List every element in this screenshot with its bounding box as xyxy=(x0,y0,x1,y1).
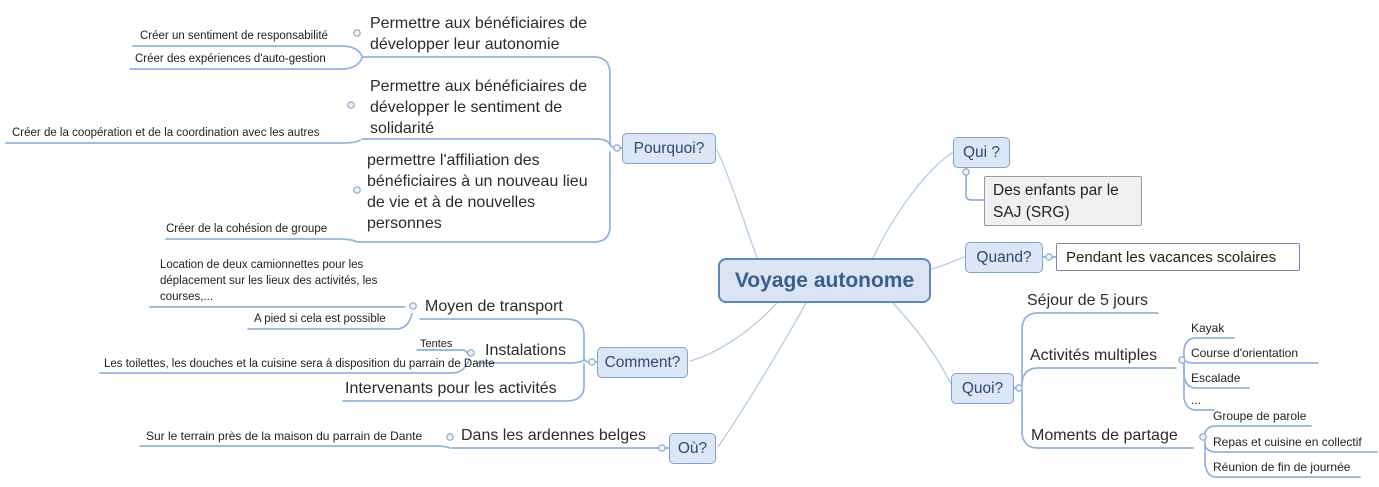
branch-central-ou xyxy=(717,302,807,448)
node-pourquoi[interactable]: Pourquoi? xyxy=(622,133,716,164)
branch-dots xyxy=(1183,361,1215,411)
handle-ou[interactable] xyxy=(658,444,666,452)
topic-affiliation[interactable]: permettre l'affiliation des bénéficiaire… xyxy=(367,152,588,232)
branch-instalations xyxy=(477,359,585,364)
handle-solidarite[interactable] xyxy=(347,101,355,109)
topic-autogestion[interactable]: Créer des expériences d'auto-gestion xyxy=(135,53,326,65)
handle-comment[interactable] xyxy=(588,358,596,366)
branch-kayak xyxy=(1183,337,1235,359)
topic-instalations[interactable]: Instalations xyxy=(485,342,566,359)
branch-apied xyxy=(247,313,413,330)
topic-terrain-parrain[interactable]: Sur le terrain près de la maison du parr… xyxy=(146,429,423,443)
topic-cooperation[interactable]: Créer de la coopération et de la coordin… xyxy=(12,127,320,139)
handle-instalations[interactable] xyxy=(467,349,475,357)
branch-solidarite xyxy=(361,138,611,146)
topic-solidarite[interactable]: Permettre aux bénéficiaires de développe… xyxy=(370,78,587,137)
topic-responsabilite[interactable]: Créer un sentiment de responsabilité xyxy=(140,30,328,42)
handle-affiliation[interactable] xyxy=(353,186,361,194)
topic-sejour[interactable]: Séjour de 5 jours xyxy=(1027,292,1148,309)
topic-groupe-parole[interactable]: Groupe de parole xyxy=(1213,409,1307,423)
branch-central-quand xyxy=(930,256,966,270)
topic-kayak[interactable]: Kayak xyxy=(1191,321,1225,335)
handle-activites[interactable] xyxy=(1178,356,1186,364)
topic-reunion-journee[interactable]: Réunion de fin de journée xyxy=(1213,460,1351,474)
topic-tentes[interactable]: Tentes xyxy=(420,338,453,350)
topic-a-pied[interactable]: A pied si cela est possible xyxy=(254,313,386,325)
topic-escalade[interactable]: Escalade xyxy=(1191,371,1241,385)
branch-central-qui xyxy=(872,151,954,259)
topic-partage[interactable]: Moments de partage xyxy=(1031,427,1178,444)
topic-toilettes[interactable]: Les toilettes, les douches et la cuisine… xyxy=(104,358,495,370)
branch-intervenants xyxy=(342,363,585,402)
branch-central-comment xyxy=(689,302,778,362)
topic-repas-cuisine[interactable]: Repas et cuisine en collectif xyxy=(1213,435,1362,449)
branch-cooperation xyxy=(5,139,361,144)
node-quand[interactable]: Quand? xyxy=(965,242,1043,273)
branch-toilettes xyxy=(99,359,470,374)
node-comment[interactable]: Comment? xyxy=(597,347,688,378)
branch-cohesion xyxy=(165,238,358,243)
topic-activites-etc[interactable]: ... xyxy=(1191,393,1202,407)
branch-activites xyxy=(1021,367,1177,383)
topic-ardennes[interactable]: Dans les ardennes belges xyxy=(461,427,647,444)
topic-course-orientation[interactable]: Course d'orientation xyxy=(1191,346,1299,360)
topic-branches xyxy=(5,45,1378,478)
topic-activites[interactable]: Activités multiples xyxy=(1030,347,1158,364)
node-ou[interactable]: Où? xyxy=(669,433,716,464)
handle-transport[interactable] xyxy=(409,302,417,310)
handle-autonomie[interactable] xyxy=(353,29,361,37)
branch-groupe xyxy=(1204,425,1312,434)
handle-qui[interactable] xyxy=(962,168,970,176)
radial-branches xyxy=(689,149,966,448)
branch-affiliation xyxy=(357,151,611,243)
central-topic[interactable]: Voyage autonome xyxy=(718,258,931,303)
topic-enfants-saj[interactable]: Des enfants par le SAJ (SRG) xyxy=(984,176,1142,226)
topic-moyen-transport[interactable]: Moyen de transport xyxy=(425,298,563,315)
branch-autogestion xyxy=(129,57,363,70)
branch-central-quoi xyxy=(892,302,952,385)
branch-central-pourquoi xyxy=(716,149,758,259)
handle-quoi[interactable] xyxy=(1015,384,1023,392)
collapse-handles xyxy=(347,29,1207,452)
node-quoi[interactable]: Quoi? xyxy=(951,373,1014,404)
branch-transport xyxy=(419,318,598,363)
topic-cohesion[interactable]: Créer de la cohésion de groupe xyxy=(166,223,328,235)
handle-ardennes[interactable] xyxy=(446,433,454,441)
branch-reunion xyxy=(1204,440,1361,478)
handle-partage[interactable] xyxy=(1199,433,1207,441)
topic-autonomie[interactable]: Permettre aux bénéficiaires de développe… xyxy=(370,15,587,53)
branch-responsabilite xyxy=(132,45,363,57)
topic-intervenants[interactable]: Intervenants pour les activités xyxy=(345,380,557,397)
branch-qui-enfants xyxy=(965,166,985,201)
node-qui[interactable]: Qui ? xyxy=(953,137,1010,168)
handle-quand[interactable] xyxy=(1045,253,1053,261)
branch-partage xyxy=(1021,389,1194,449)
branch-terrain xyxy=(139,445,451,449)
handle-pourquoi[interactable] xyxy=(613,144,621,152)
topic-vacances[interactable]: Pendant les vacances scolaires xyxy=(1056,243,1300,271)
topic-location-camionnettes[interactable]: Location de deux camionnettes pour les d… xyxy=(160,259,378,303)
